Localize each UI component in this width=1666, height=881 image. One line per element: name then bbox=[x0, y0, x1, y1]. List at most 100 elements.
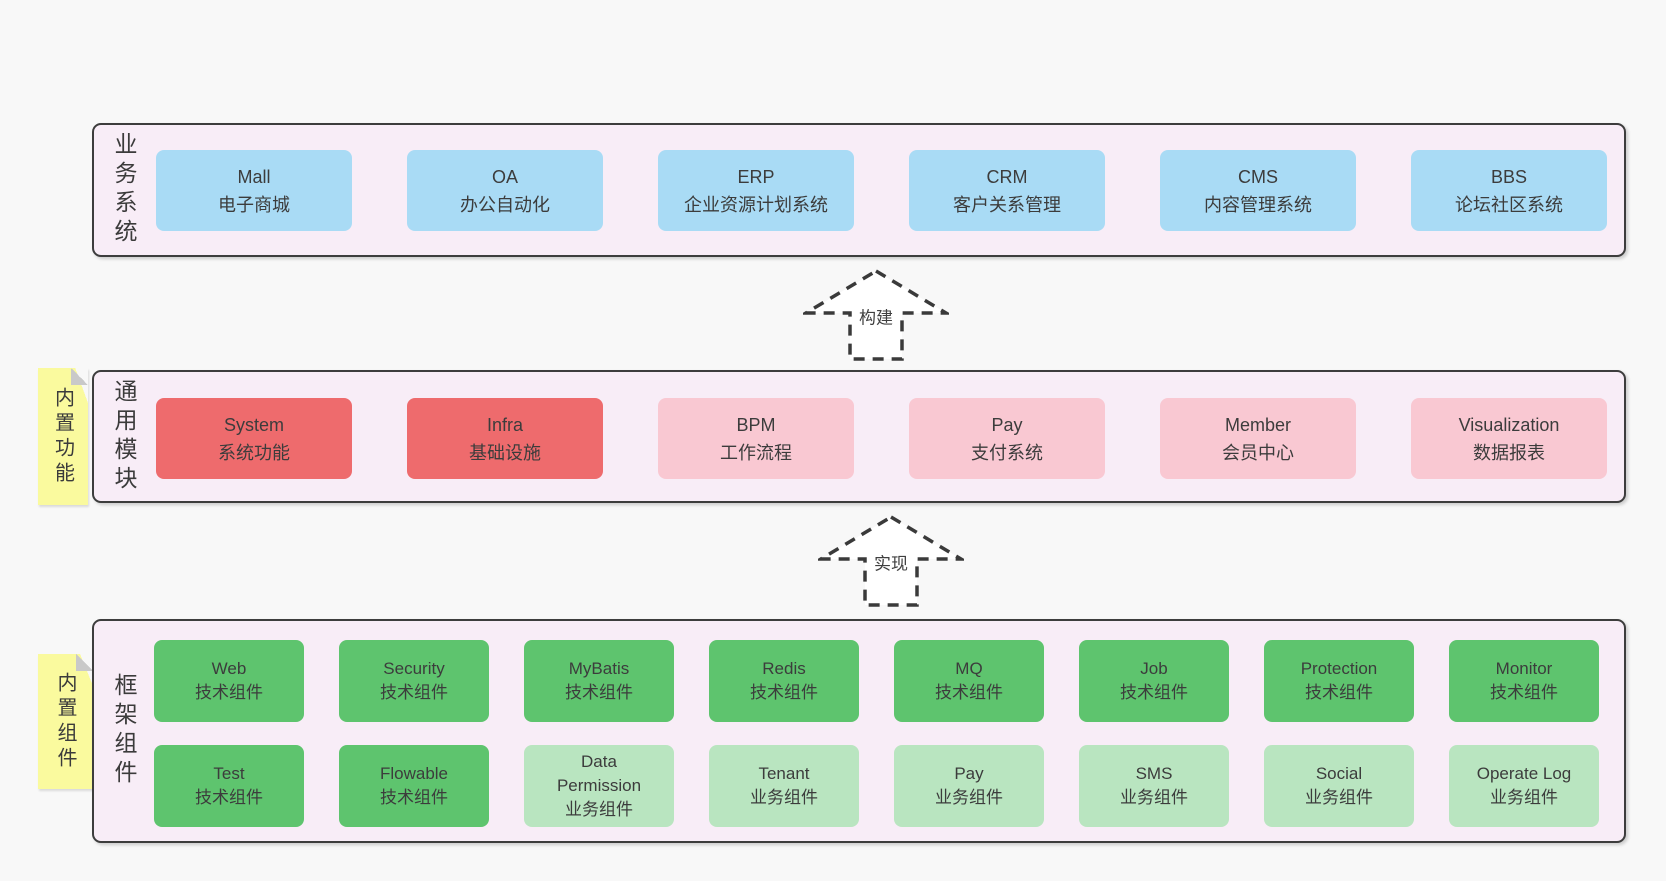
box-title: MyBatis bbox=[568, 659, 630, 678]
box-test: Test 技术组件 bbox=[154, 745, 304, 827]
box-title: BPM bbox=[736, 414, 776, 435]
layer-label-framework-components: 框架组件 bbox=[111, 673, 137, 789]
box-visualization: Visualization 数据报表 bbox=[1411, 398, 1607, 479]
box-subtitle: 客户关系管理 bbox=[953, 194, 1061, 215]
box-subtitle: 基础设施 bbox=[469, 442, 541, 463]
box-subtitle: 系统功能 bbox=[218, 442, 290, 463]
box-title: Web bbox=[211, 659, 247, 678]
box-title: CMS bbox=[1238, 166, 1278, 187]
box-subtitle: 数据报表 bbox=[1473, 442, 1545, 463]
box-oa: OA 办公自动化 bbox=[407, 150, 603, 231]
box-social: Social 业务组件 bbox=[1264, 745, 1414, 827]
layer-label-common-modules: 通用模块 bbox=[111, 378, 137, 495]
box-title: Pay bbox=[991, 414, 1023, 435]
box-crm: CRM 客户关系管理 bbox=[909, 150, 1105, 231]
box-title: System bbox=[223, 414, 284, 435]
box-title: Tenant bbox=[758, 764, 810, 783]
box-title: Visualization bbox=[1458, 414, 1560, 435]
box-mybatis: MyBatis 技术组件 bbox=[524, 640, 674, 722]
box-subtitle: 技术组件 bbox=[380, 683, 448, 702]
box-title: Security bbox=[383, 659, 445, 678]
box-title: Redis bbox=[762, 659, 806, 678]
framework-box-row-2: Test 技术组件 Flowable 技术组件 Data Permission … bbox=[154, 745, 1599, 827]
box-title: Test bbox=[213, 764, 245, 783]
box-title: Social bbox=[1315, 764, 1363, 783]
box-subtitle: 业务组件 bbox=[935, 788, 1003, 807]
box-subtitle: 技术组件 bbox=[750, 683, 818, 702]
box-subtitle: 办公自动化 bbox=[460, 194, 550, 215]
box-subtitle: 会员中心 bbox=[1222, 442, 1294, 463]
box-title: Job bbox=[1140, 659, 1168, 678]
business-box-row: Mall 电子商城 OA 办公自动化 ERP 企业资源计划系统 CRM 客户关系… bbox=[156, 150, 1607, 231]
box-mall: Mall 电子商城 bbox=[156, 150, 352, 231]
box-subtitle: 技术组件 bbox=[380, 788, 448, 807]
box-title: Flowable bbox=[379, 764, 449, 783]
layer-label-business-systems: 业务系统 bbox=[111, 132, 137, 248]
box-subtitle: 论坛社区系统 bbox=[1455, 194, 1563, 215]
box-title: ERP bbox=[737, 166, 775, 187]
box-erp: ERP 企业资源计划系统 bbox=[658, 150, 854, 231]
box-title: CRM bbox=[986, 166, 1028, 187]
box-title: Mall bbox=[237, 166, 271, 187]
box-subtitle: 技术组件 bbox=[195, 683, 263, 702]
arrow-label: 构建 bbox=[856, 303, 896, 329]
common-module-box-row: System 系统功能 Infra 基础设施 BPM 工作流程 Pay 支付系统… bbox=[156, 398, 1607, 479]
box-bpm: BPM 工作流程 bbox=[658, 398, 854, 479]
box-operate-log: Operate Log 业务组件 bbox=[1449, 745, 1599, 827]
box-infra: Infra 基础设施 bbox=[407, 398, 603, 479]
box-title: BBS bbox=[1490, 166, 1528, 187]
layer-business-systems: 业务系统 Mall 电子商城 OA 办公自动化 ERP 企业资源计划系统 CRM… bbox=[92, 123, 1626, 257]
box-pay-business: Pay 业务组件 bbox=[894, 745, 1044, 827]
build-arrow: 构建 bbox=[803, 269, 949, 361]
folded-corner-icon bbox=[76, 654, 93, 671]
box-title: OA bbox=[491, 166, 518, 187]
box-subtitle: 技术组件 bbox=[935, 683, 1003, 702]
box-subtitle: 工作流程 bbox=[720, 442, 792, 463]
box-security: Security 技术组件 bbox=[339, 640, 489, 722]
box-title: MQ bbox=[955, 659, 983, 678]
sticky-note-built-in-components: 内置组件 bbox=[38, 654, 93, 789]
box-subtitle: 企业资源计划系统 bbox=[684, 194, 828, 215]
box-subtitle: 技术组件 bbox=[1305, 683, 1373, 702]
box-data-permission: Data Permission 业务组件 bbox=[524, 745, 674, 827]
box-system: System 系统功能 bbox=[156, 398, 352, 479]
layer-framework-components: 框架组件 Web 技术组件 Security 技术组件 MyBatis 技术组件… bbox=[92, 619, 1626, 843]
implement-arrow: 实现 bbox=[818, 515, 964, 607]
box-subtitle: 业务组件 bbox=[1120, 788, 1188, 807]
box-sms: SMS 业务组件 bbox=[1079, 745, 1229, 827]
box-protection: Protection 技术组件 bbox=[1264, 640, 1414, 722]
box-job: Job 技术组件 bbox=[1079, 640, 1229, 722]
box-redis: Redis 技术组件 bbox=[709, 640, 859, 722]
box-title: Protection bbox=[1300, 659, 1378, 678]
box-title: Monitor bbox=[1495, 659, 1553, 678]
box-web: Web 技术组件 bbox=[154, 640, 304, 722]
box-subtitle: 技术组件 bbox=[195, 788, 263, 807]
arrow-label: 实现 bbox=[871, 549, 911, 575]
box-subtitle: 电子商城 bbox=[218, 194, 290, 215]
layer-common-modules: 通用模块 System 系统功能 Infra 基础设施 BPM 工作流程 Pay… bbox=[92, 370, 1626, 503]
box-pay: Pay 支付系统 bbox=[909, 398, 1105, 479]
box-title: SMS bbox=[1135, 764, 1173, 783]
sticky-note-built-in-features: 内置功能 bbox=[38, 368, 88, 505]
box-subtitle: 支付系统 bbox=[971, 442, 1043, 463]
box-bbs: BBS 论坛社区系统 bbox=[1411, 150, 1607, 231]
note-text: 内置功能 bbox=[51, 386, 74, 487]
box-title: Pay bbox=[954, 764, 984, 783]
box-subtitle: 业务组件 bbox=[565, 800, 633, 819]
box-subtitle: 业务组件 bbox=[1305, 788, 1373, 807]
box-flowable: Flowable 技术组件 bbox=[339, 745, 489, 827]
box-title: Operate Log bbox=[1476, 764, 1572, 783]
box-subtitle: 业务组件 bbox=[750, 788, 818, 807]
note-text: 内置组件 bbox=[54, 671, 76, 772]
box-subtitle: 技术组件 bbox=[565, 683, 633, 702]
framework-box-row-1: Web 技术组件 Security 技术组件 MyBatis 技术组件 Redi… bbox=[154, 640, 1599, 722]
box-title: Member bbox=[1224, 414, 1291, 435]
box-subtitle: 技术组件 bbox=[1120, 683, 1188, 702]
box-tenant: Tenant 业务组件 bbox=[709, 745, 859, 827]
box-cms: CMS 内容管理系统 bbox=[1160, 150, 1356, 231]
box-subtitle: 内容管理系统 bbox=[1204, 194, 1312, 215]
box-mq: MQ 技术组件 bbox=[894, 640, 1044, 722]
box-title: Infra bbox=[486, 414, 524, 435]
box-subtitle: 业务组件 bbox=[1490, 788, 1558, 807]
box-member: Member 会员中心 bbox=[1160, 398, 1356, 479]
